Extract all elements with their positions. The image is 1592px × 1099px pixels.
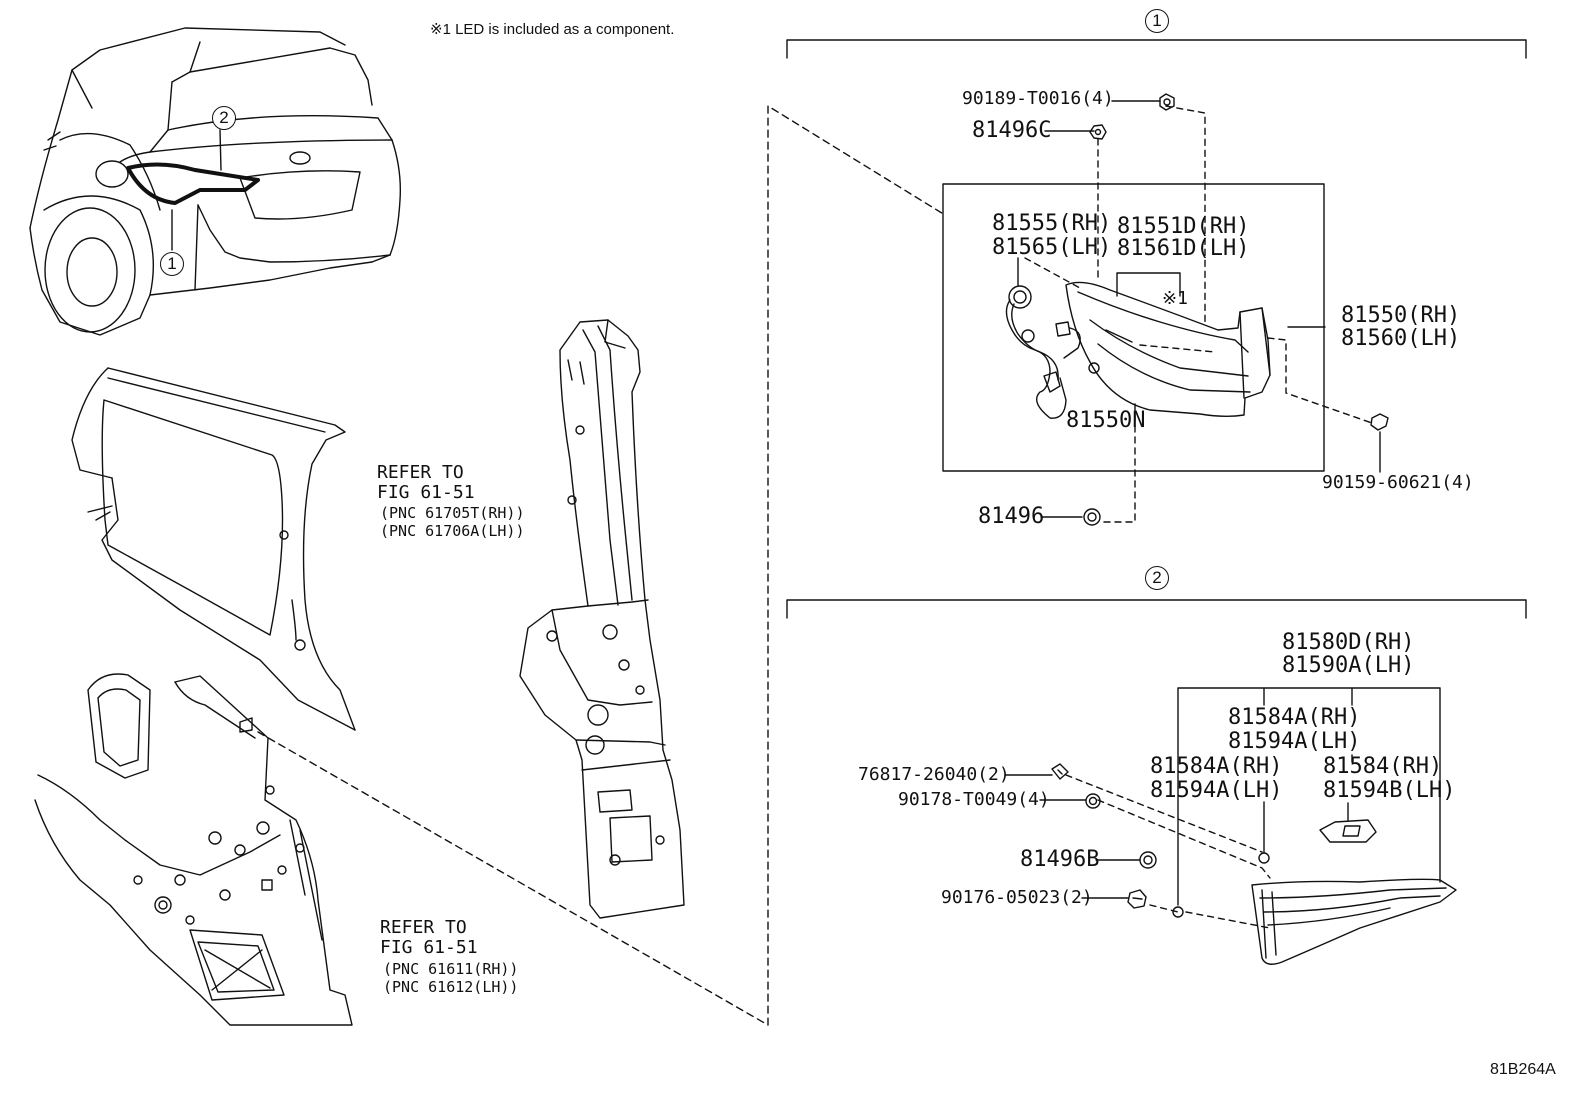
group2-fasteners xyxy=(1051,763,1377,918)
refer-upper-pnc-rh: (PNC 61705T(RH)) xyxy=(380,504,525,522)
refer-upper-line1: REFER TO xyxy=(377,462,464,483)
part-label-90178: 90178-T0049(4) xyxy=(898,789,1050,810)
part-label-81555: 81555(RH) xyxy=(992,211,1112,236)
inner-panel-illustration xyxy=(34,673,353,1026)
part-label-90176: 90176-05023(2) xyxy=(941,887,1093,908)
part-label-81550n: 81550N xyxy=(1066,408,1146,433)
back-door-lamp-illustration xyxy=(1251,878,1457,965)
part-label-76817: 76817-26040(2) xyxy=(858,764,1010,785)
part-label-81590a: 81590A(LH) xyxy=(1282,653,1415,678)
dashed-connection-line xyxy=(257,105,946,1026)
part-label-81551d: 81551D(RH) xyxy=(1117,214,1250,239)
rear-pillar-illustration xyxy=(519,319,685,919)
led-mark: ※1 xyxy=(1162,288,1188,309)
group1-fasteners xyxy=(1083,93,1389,526)
vehicle-callout-2: 2 xyxy=(212,106,236,130)
part-label-81561d: 81561D(LH) xyxy=(1117,236,1250,261)
quarter-panel-illustration xyxy=(71,367,356,731)
group1-bracket xyxy=(786,39,1527,59)
refer-lower-pnc-lh: (PNC 61612(LH)) xyxy=(383,978,519,996)
part-label-81594b: 81594B(LH) xyxy=(1323,778,1456,803)
part-label-81584: 81584(RH) xyxy=(1323,754,1443,779)
part-label-81496: 81496 xyxy=(978,504,1045,529)
refer-upper-line2: FIG 61-51 xyxy=(377,482,475,503)
led-note: ※1 LED is included as a component. xyxy=(430,21,675,38)
part-label-81594a-top: 81594A(LH) xyxy=(1228,729,1361,754)
group2-marker: 2 xyxy=(1145,566,1169,590)
refer-upper-pnc-lh: (PNC 61706A(LH)) xyxy=(380,522,525,540)
diagram-id: 81B264A xyxy=(1490,1061,1556,1078)
rear-combination-lamp-illustration xyxy=(1065,281,1271,417)
part-label-81496c: 81496C xyxy=(972,118,1052,143)
refer-lower-line1: REFER TO xyxy=(380,917,467,938)
vehicle-callout-1: 1 xyxy=(160,252,184,276)
group1-marker: 1 xyxy=(1145,9,1169,33)
part-label-81584a-top: 81584A(RH) xyxy=(1228,705,1361,730)
part-label-81594a-left: 81594A(LH) xyxy=(1150,778,1283,803)
group2-bracket xyxy=(786,599,1527,619)
vehicle-rear-illustration xyxy=(29,27,402,336)
part-label-90189: 90189-T0016(4) xyxy=(962,88,1114,109)
socket-wire-illustration xyxy=(1005,285,1100,419)
part-label-81560: 81560(LH) xyxy=(1341,326,1461,351)
part-label-81550: 81550(RH) xyxy=(1341,303,1461,328)
part-label-81584a-left: 81584A(RH) xyxy=(1150,754,1283,779)
part-label-81496b: 81496B xyxy=(1020,847,1100,872)
refer-lower-line2: FIG 61-51 xyxy=(380,937,478,958)
part-label-90159: 90159-60621(4) xyxy=(1322,472,1474,493)
refer-lower-pnc-rh: (PNC 61611(RH)) xyxy=(383,960,519,978)
part-label-81580d: 81580D(RH) xyxy=(1282,630,1415,655)
part-label-81565: 81565(LH) xyxy=(992,235,1112,260)
